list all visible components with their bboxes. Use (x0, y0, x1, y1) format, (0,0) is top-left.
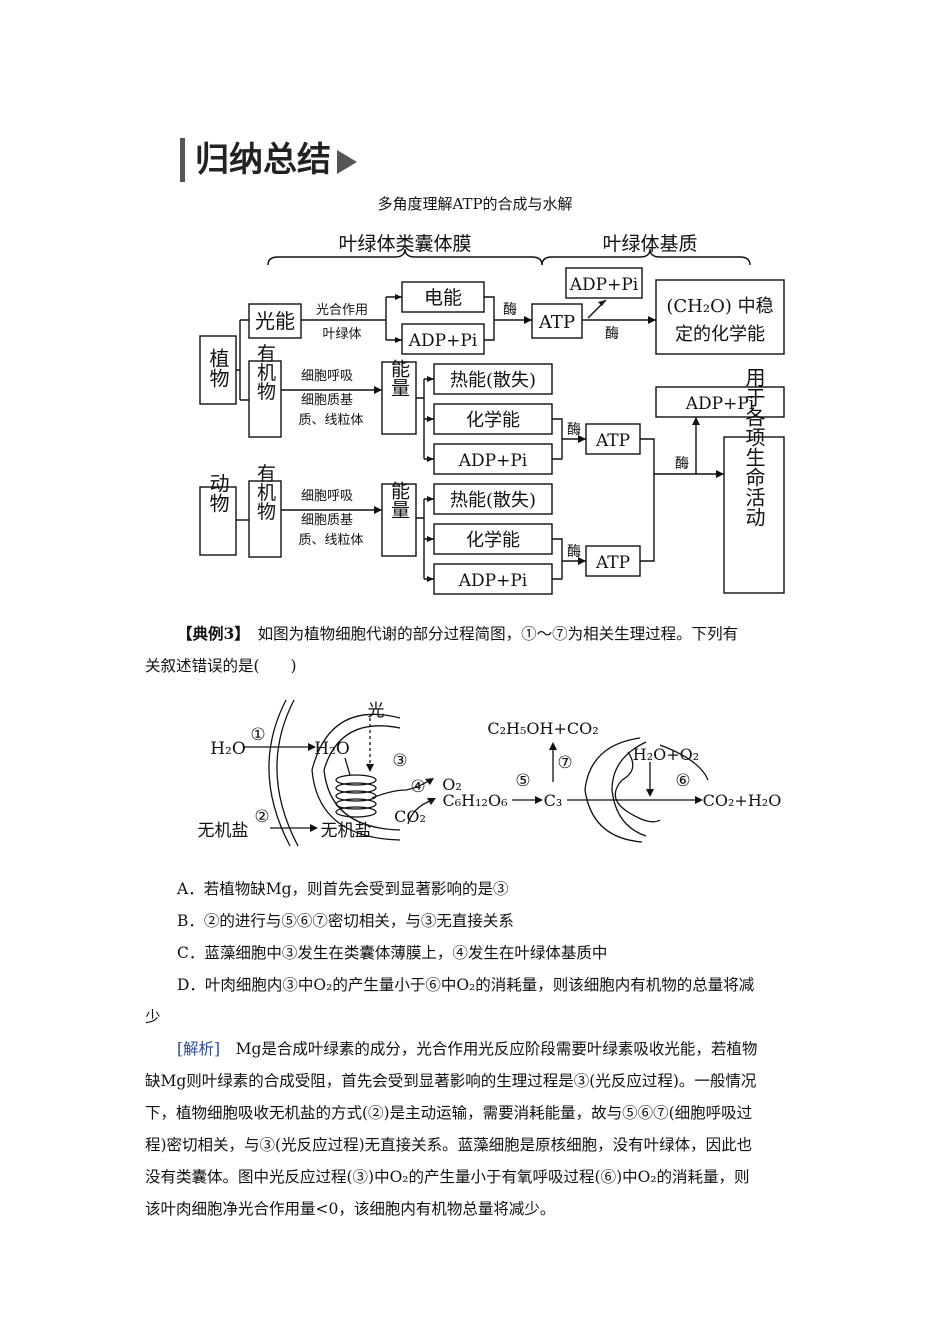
used-for-label: 用于各项生命活动 (742, 367, 766, 527)
ch2o-label-1: (CH₂O) 中稳 (666, 296, 773, 317)
option-d-cont: 少 (145, 1008, 161, 1026)
option-d: D．叶肉细胞内③中O₂的产生量小于⑥中O₂的消耗量，则该细胞内有机物的总量将减 (177, 976, 755, 994)
c3-label: C₃ (544, 791, 563, 810)
chloroplast-outer (311, 713, 401, 841)
adp-box-4 (655, 386, 785, 418)
enzyme-label-3: 酶 (567, 422, 581, 438)
analysis-text-1: Mg是合成叶绿素的成分，光合作用光反应阶段需要叶绿素吸收光能，若植物 (235, 1040, 758, 1058)
question-line-2: 关叙述错误的是( ) (145, 657, 297, 675)
example-question: 【典例3】 如图为植物细胞代谢的部分过程简图，①～⑦为相关生理过程。下列有 (145, 618, 810, 650)
adp-label-1: ADP+Pi (408, 331, 478, 351)
analysis-line-1: [解析] Mg是合成叶绿素的成分，光合作用光反应阶段需要叶绿素吸收光能，若植物 (177, 1033, 817, 1065)
salt-label-1: 无机盐 (198, 821, 249, 841)
adp-label-4: ADP+Pi (685, 394, 755, 414)
enzyme-label-4: 酶 (675, 456, 689, 472)
atp-label-2: ATP (595, 431, 630, 451)
salt-label-2: 无机盐 (321, 821, 372, 841)
brace-right (541, 248, 751, 266)
atp-box-1 (531, 303, 583, 339)
circle-3-label: ③ (392, 751, 407, 771)
analysis-line-4: 程)密切相关，与③(光反应过程)无直接关系。蓝藻细胞是原核细胞，没有叶绿体，因此… (145, 1136, 753, 1154)
h2o-label-2: H₂O (314, 739, 350, 759)
animal-box (199, 486, 237, 556)
analysis-label: [解析] (177, 1040, 221, 1058)
diagram-caption: 多角度理解ATP的合成与水解 (377, 195, 573, 213)
cytoplasm-label-2a: 细胞质基 (301, 513, 353, 528)
atp-diagram: 叶绿体类囊体膜 叶绿体基质 植物 光能 光合作用 叶绿体 电能 ADP+Pi 酶… (199, 233, 785, 595)
glucose-label: C₆H₁₂O₆ (443, 791, 508, 810)
animal-label: 动物 (206, 473, 230, 513)
option-c: C．蓝藻细胞中③发生在类囊体薄膜上，④发生在叶绿体基质中 (177, 944, 608, 962)
enzyme-label-2: 酶 (605, 326, 619, 342)
chem-label-1: 化学能 (466, 410, 520, 431)
atp-label-1: ATP (538, 312, 575, 333)
energy-label-2: 能量 (388, 481, 410, 519)
light-label: 光 (368, 701, 385, 721)
electric-energy-label: 电能 (424, 287, 462, 309)
heat-label-2: 热能(散失) (450, 490, 536, 511)
adp-label-3: ADP+Pi (458, 451, 528, 471)
analysis-line-2: 缺Mg则叶绿素的合成受阻，首先会受到显著影响的生理过程是③(光反应过程)。一般情… (145, 1072, 757, 1090)
enzyme-label-1: 酶 (503, 302, 517, 318)
organic-box-2 (248, 480, 282, 558)
question-line-1: 如图为植物细胞代谢的部分过程简图，①～⑦为相关生理过程。下列有 (257, 625, 739, 643)
metabolism-diagram: H₂O ① H₂O 光 ③ O₂ ④ CO₂ C₆H₁₂O₆ ⑤ C₃ ⑦ C₂… (198, 699, 782, 847)
circle-5-label: ⑤ (515, 771, 530, 791)
life-box (723, 436, 785, 594)
cytoplasm-label-1a: 细胞质基 (301, 393, 353, 408)
analysis-line-5: 没有类囊体。图中光反应过程(③)中O₂的产生量小于有氧呼吸过程(⑥)中O₂的消耗… (145, 1168, 750, 1186)
circle-6-label: ⑥ (675, 771, 690, 791)
circle-7-label: ⑦ (557, 753, 572, 773)
section-title: 归纳总结 (180, 138, 357, 182)
o2-label: O₂ (442, 775, 462, 794)
ch2o-box (655, 279, 785, 355)
respiration-label-1: 细胞呼吸 (301, 369, 353, 384)
chloroplast-inner (323, 725, 401, 831)
brace-left (267, 248, 543, 266)
analysis-line-3: 下，植物细胞吸收无机盐的方式(②)是主动运输，需要消耗能量，故与⑤⑥⑦(细胞呼吸… (145, 1104, 753, 1122)
organic-label-1: 有机物 (254, 343, 276, 400)
light-box (248, 303, 302, 339)
light-energy-label: 光能 (255, 309, 295, 333)
ethanol-label: C₂H₅OH+CO₂ (487, 719, 598, 738)
chloroplast-label: 叶绿体 (322, 327, 361, 342)
triangle-icon (337, 149, 357, 174)
heat-label-1: 热能(散失) (450, 370, 536, 391)
ch2o-label-2: 定的化学能 (675, 324, 765, 345)
organic-box-1 (248, 360, 282, 438)
co2-label-1: CO₂ (394, 807, 426, 826)
h2o-o2-label: H₂O+O₂ (633, 745, 699, 764)
circle-1-label: ① (250, 725, 265, 745)
h2o-label-1: H₂O (210, 739, 246, 759)
co2-h2o-label: CO₂+H₂O (703, 791, 782, 810)
option-a: A．若植物缺Mg，则首先会受到显著影响的是③ (177, 880, 509, 898)
header-right-label: 叶绿体基质 (602, 233, 697, 255)
cell-wall-outer (268, 699, 291, 847)
energy-box-2 (381, 483, 417, 557)
adp-box-1 (401, 323, 485, 355)
option-b: B．②的进行与⑤⑥⑦密切相关，与③无直接关系 (177, 912, 514, 930)
respiration-label-2: 细胞呼吸 (301, 489, 353, 504)
atp-label-3: ATP (595, 553, 630, 573)
adp-label-2: ADP+Pi (569, 275, 639, 295)
adp-box-2 (565, 267, 643, 299)
adp-label-5: ADP+Pi (458, 571, 528, 591)
analysis-line-6: 该叶肉细胞净光合作用量<0，该细胞内有机物总量将减少。 (145, 1200, 556, 1218)
plant-label: 植物 (206, 348, 230, 388)
circle-2-label: ② (254, 807, 269, 827)
photosynthesis-label: 光合作用 (316, 303, 368, 318)
energy-label-1: 能量 (388, 359, 410, 397)
example-label: 【典例3】 (177, 624, 243, 643)
enzyme-label-5: 酶 (567, 544, 581, 560)
circle-4-label: ④ (410, 777, 425, 797)
chem-label-2: 化学能 (466, 530, 520, 551)
organic-label-2: 有机物 (254, 463, 276, 520)
section-title-text: 归纳总结 (195, 140, 331, 180)
header-left-label: 叶绿体类囊体膜 (338, 233, 471, 255)
cytoplasm-label-2b: 质、线粒体 (298, 533, 363, 548)
mitochondrion-outer (584, 737, 643, 843)
cytoplasm-label-1b: 质、线粒体 (298, 413, 363, 428)
